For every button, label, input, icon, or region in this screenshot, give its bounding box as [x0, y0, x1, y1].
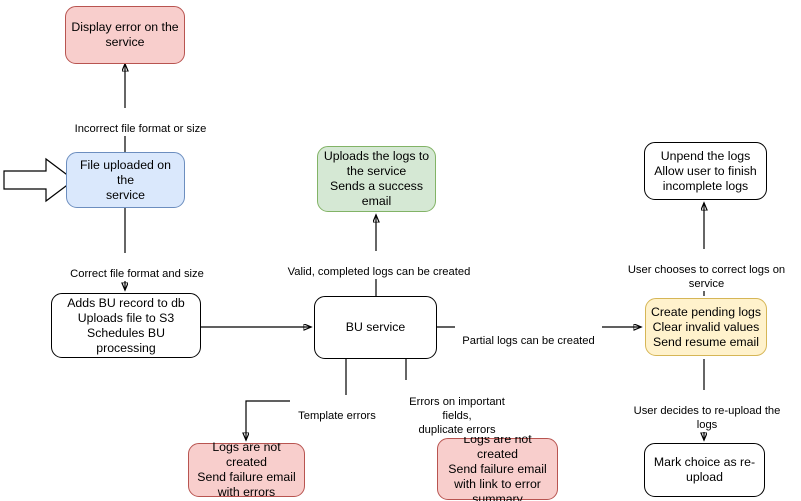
node-label: Logs are not created Send failure email … [197, 440, 296, 499]
node-label: Unpend the logs Allow user to finish inc… [654, 148, 757, 193]
edge-label-incorrect-format: Incorrect file format or size [56, 108, 225, 136]
edge-label-important-errors: Errors on important fields, duplicate er… [392, 381, 522, 437]
edge-label-correct-on-service: User chooses to correct logs on service [608, 249, 801, 291]
edge-label-text: Errors on important fields, duplicate er… [409, 396, 505, 436]
node-label: Display error on the service [71, 20, 179, 49]
node-uploads-logs[interactable]: Uploads the logs to the service Sends a … [317, 146, 436, 212]
edge-label-text: Template errors [298, 410, 376, 422]
node-mark-reupload[interactable]: Mark choice as re- upload [644, 443, 765, 497]
node-label: BU service [345, 320, 406, 334]
entry-block-arrow [3, 157, 75, 203]
node-label: Create pending logs Clear invalid values… [650, 304, 762, 349]
node-adds-bu-record[interactable]: Adds BU record to db Uploads file to S3 … [51, 293, 201, 358]
edge-label-text: Correct file format and size [70, 268, 204, 280]
node-create-pending-logs[interactable]: Create pending logs Clear invalid values… [645, 298, 767, 356]
edge-label-re-upload: User decides to re-upload the logs [620, 390, 794, 432]
node-file-uploaded[interactable]: File uploaded on the service [66, 152, 185, 208]
edge-label-partial-logs: Partial logs can be created [455, 320, 602, 348]
edge-label-valid-logs: Valid, completed logs can be created [282, 251, 476, 279]
edge-label-text: User decides to re-upload the logs [633, 405, 781, 431]
edge-label-text: Incorrect file format or size [74, 123, 207, 135]
edge-label-text: Partial logs can be created [462, 335, 595, 347]
edge-label-text: User chooses to correct logs on service [627, 264, 786, 290]
node-label: Adds BU record to db Uploads file to S3 … [67, 295, 185, 355]
node-label: File uploaded on the service [80, 157, 171, 202]
node-logs-not-created-errors[interactable]: Logs are not created Send failure email … [188, 440, 305, 499]
node-label: Logs are not created Send failure email … [448, 431, 547, 501]
node-bu-service[interactable]: BU service [314, 296, 437, 359]
node-label: Mark choice as re- upload [653, 455, 756, 484]
node-logs-not-created-summary[interactable]: Logs are not created Send failure email … [437, 432, 558, 501]
node-label: Uploads the logs to the service Sends a … [323, 149, 430, 208]
edge-label-correct-format: Correct file format and size [55, 253, 219, 281]
node-display-error[interactable]: Display error on the service [65, 6, 185, 64]
edge-label-template-errors: Template errors [290, 395, 384, 423]
edge-label-text: Valid, completed logs can be created [287, 266, 471, 278]
node-unpend-logs[interactable]: Unpend the logs Allow user to finish inc… [644, 142, 767, 200]
